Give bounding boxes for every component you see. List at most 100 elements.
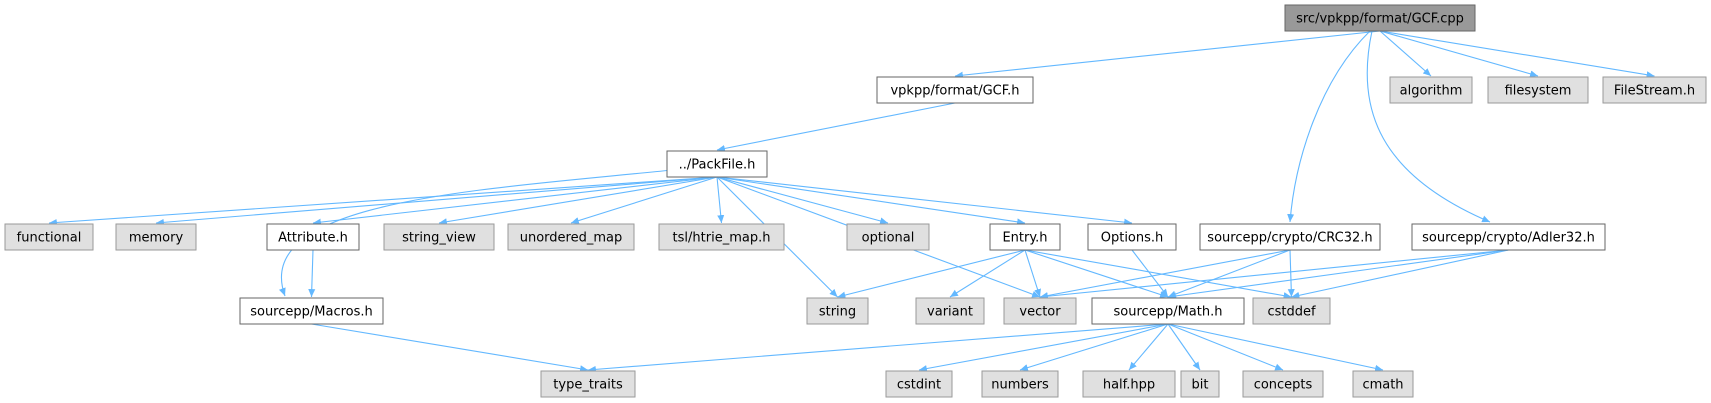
node-box	[1087, 223, 1177, 251]
node-sourcepp-macros-h[interactable]: sourcepp/Macros.h	[239, 297, 384, 325]
node-box	[989, 223, 1061, 251]
node-string: string	[806, 297, 869, 325]
edge-sourcepp-math-h-to-type-traits	[587, 323, 1169, 373]
node-label: variant	[927, 305, 973, 320]
node-algorithm: algorithm	[1389, 76, 1473, 104]
edge-packfile-h-to-string-view	[438, 176, 718, 226]
node-label: filesystem	[1505, 84, 1572, 99]
node-label: string	[819, 305, 856, 320]
node-vector: vector	[1003, 297, 1077, 325]
node-vpkpp-format-gcf-h[interactable]: vpkpp/format/GCF.h	[876, 76, 1034, 104]
node-sourcepp-crypto-adler32-h[interactable]: sourcepp/crypto/Adler32.h	[1411, 223, 1606, 251]
edge-sourcepp-math-h-to-cstdint	[918, 323, 1169, 373]
edge-packfile-h-to-attribute-h	[312, 176, 718, 226]
node-numbers: numbers	[981, 370, 1059, 398]
node-label: cstddef	[1267, 305, 1316, 320]
node-concepts: concepts	[1242, 370, 1324, 398]
node-label: sourcepp/crypto/Adler32.h	[1422, 231, 1595, 246]
edge-src-vpkpp-format-gcf-cpp-to-sourcepp-crypto-adler32-h	[1366, 30, 1491, 223]
node-unordered-map: unordered_map	[507, 223, 635, 251]
edge-layer	[48, 30, 1655, 373]
node-label: tsl/htrie_map.h	[673, 231, 771, 246]
edge-sourcepp-crypto-adler32-h-to-vector	[1039, 249, 1509, 300]
node-type-traits: type_traits	[540, 370, 636, 398]
edge-packfile-h-to-unordered-map	[570, 176, 718, 224]
node-box	[507, 223, 635, 251]
node-box	[540, 370, 636, 398]
node-options-h[interactable]: Options.h	[1087, 223, 1177, 251]
node-box	[383, 223, 495, 251]
edge-src-vpkpp-format-gcf-cpp-to-algorithm	[1379, 30, 1432, 77]
node-box	[1242, 370, 1324, 398]
node-box	[1487, 76, 1589, 104]
node-variant: variant	[915, 297, 985, 325]
edge-sourcepp-math-h-to-concepts	[1167, 323, 1284, 371]
node-label: sourcepp/Math.h	[1114, 305, 1223, 320]
node-attribute-h[interactable]: Attribute.h	[266, 223, 360, 251]
edge-packfile-h-to-sourcepp-macros-h	[278, 169, 673, 297]
node-cmath: cmath	[1352, 370, 1414, 398]
node-optional: optional	[846, 223, 930, 251]
node-cstdint: cstdint	[885, 370, 953, 398]
node-box	[885, 370, 953, 398]
node-label: cmath	[1362, 378, 1403, 393]
node-src-vpkpp-format-gcf-cpp[interactable]: src/vpkpp/format/GCF.cpp	[1284, 4, 1476, 32]
edge-entry-h-to-cstddef	[1024, 249, 1292, 300]
node-packfile-h[interactable]: ../PackFile.h	[666, 150, 768, 178]
edge-packfile-h-to-options-h	[716, 176, 1133, 226]
edge-sourcepp-crypto-crc32-h-to-cstddef	[1287, 249, 1295, 298]
node-box	[239, 297, 384, 325]
node-label: algorithm	[1400, 84, 1463, 99]
node-box	[4, 223, 94, 251]
node-box	[1252, 297, 1331, 325]
node-sourcepp-math-h[interactable]: sourcepp/Math.h	[1091, 297, 1245, 325]
node-label: Entry.h	[1002, 231, 1047, 246]
node-entry-h[interactable]: Entry.h	[989, 223, 1061, 251]
edge-entry-h-to-string	[837, 249, 1026, 299]
node-label: string_view	[402, 231, 476, 246]
node-filesystem: filesystem	[1487, 76, 1589, 104]
node-label: cstdint	[897, 378, 941, 393]
node-label: Options.h	[1101, 231, 1164, 246]
edge-sourcepp-math-h-to-half-hpp	[1128, 323, 1169, 371]
edge-sourcepp-math-h-to-bit	[1167, 323, 1201, 371]
node-box	[1284, 4, 1476, 32]
edge-entry-h-to-vector	[1024, 249, 1041, 298]
edge-src-vpkpp-format-gcf-cpp-to-filestream-h	[1379, 30, 1655, 79]
node-box	[806, 297, 869, 325]
edge-sourcepp-crypto-adler32-h-to-sourcepp-math-h	[1167, 249, 1509, 300]
edge-packfile-h-to-tsl-htrie-map-h	[716, 176, 725, 224]
node-bit: bit	[1180, 370, 1220, 398]
node-label: bit	[1192, 378, 1209, 393]
edge-sourcepp-crypto-crc32-h-to-sourcepp-math-h	[1167, 249, 1291, 298]
edge-sourcepp-math-h-to-numbers	[1019, 323, 1169, 372]
node-box	[1180, 370, 1220, 398]
node-box	[1082, 370, 1176, 398]
node-filestream-h: FileStream.h	[1602, 76, 1707, 104]
node-tsl-htrie-map-h: tsl/htrie_map.h	[658, 223, 785, 251]
node-label: unordered_map	[520, 231, 623, 246]
node-box	[1389, 76, 1473, 104]
node-label: memory	[129, 231, 184, 246]
node-label: vector	[1019, 305, 1061, 320]
edge-src-vpkpp-format-gcf-cpp-to-vpkpp-format-gcf-h	[954, 30, 1381, 79]
node-box	[1411, 223, 1606, 251]
edge-entry-h-to-variant	[949, 249, 1026, 298]
node-string-view: string_view	[383, 223, 495, 251]
node-label: numbers	[991, 378, 1049, 393]
node-sourcepp-crypto-crc32-h[interactable]: sourcepp/crypto/CRC32.h	[1199, 223, 1381, 251]
node-box	[1352, 370, 1414, 398]
node-cstddef: cstddef	[1252, 297, 1331, 325]
node-label: ../PackFile.h	[679, 158, 756, 173]
node-label: vpkpp/format/GCF.h	[890, 84, 1019, 99]
node-label: half.hpp	[1103, 378, 1155, 393]
node-label: Attribute.h	[278, 231, 348, 246]
node-box	[1003, 297, 1077, 325]
node-box	[846, 223, 930, 251]
node-label: optional	[862, 231, 915, 246]
node-label: FileStream.h	[1614, 84, 1695, 99]
edge-entry-h-to-sourcepp-math-h	[1024, 249, 1169, 298]
node-box	[876, 76, 1034, 104]
edge-packfile-h-to-entry-h	[716, 176, 1026, 226]
